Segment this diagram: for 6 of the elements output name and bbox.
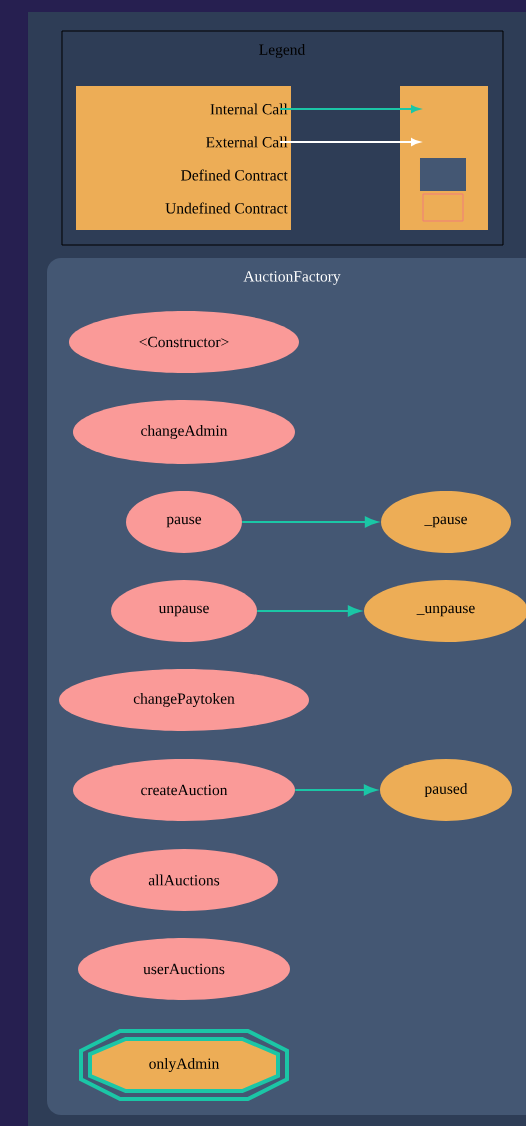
arrow	[256, 605, 361, 617]
legend-text: Defined Contract	[181, 169, 288, 181]
arrow	[241, 516, 378, 528]
modifier-octagon: onlyAdmin	[79, 1029, 289, 1101]
legend-text: Undefined Contract	[165, 202, 288, 214]
arrow	[294, 784, 377, 796]
